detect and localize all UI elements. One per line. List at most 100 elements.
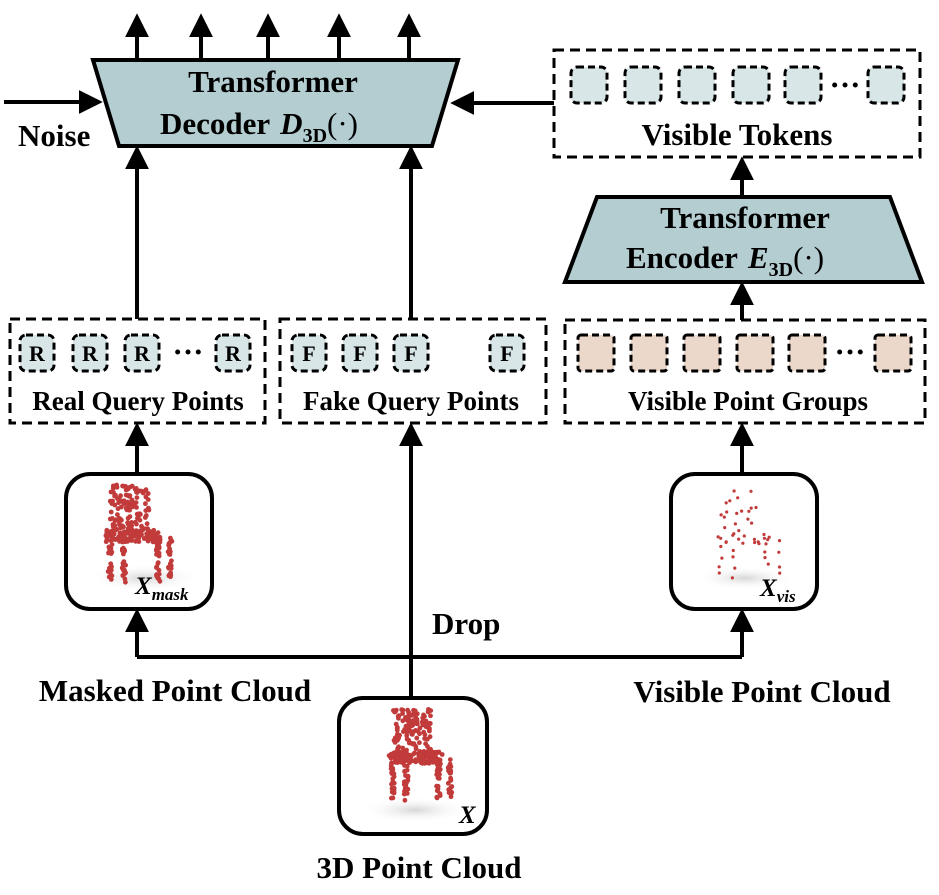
masked-var-symbol: X bbox=[134, 573, 153, 600]
fake-token bbox=[392, 333, 430, 373]
point bbox=[402, 727, 408, 732]
point bbox=[417, 731, 422, 737]
point bbox=[404, 733, 410, 738]
point bbox=[133, 519, 138, 525]
point bbox=[414, 716, 420, 722]
point bbox=[435, 786, 441, 792]
point bbox=[741, 541, 745, 545]
fake-token-row bbox=[290, 333, 526, 373]
point bbox=[103, 539, 109, 545]
point bbox=[409, 740, 414, 746]
real-query-ellipsis: ··· bbox=[172, 334, 203, 369]
drop-routing bbox=[125, 422, 754, 698]
point bbox=[732, 532, 736, 536]
input-cloud-var: X bbox=[458, 802, 477, 829]
point bbox=[115, 512, 120, 517]
point bbox=[115, 506, 121, 512]
point bbox=[143, 487, 149, 493]
point bbox=[114, 482, 119, 488]
point bbox=[399, 707, 405, 712]
point bbox=[764, 542, 768, 546]
point bbox=[733, 522, 738, 526]
point bbox=[436, 750, 441, 755]
masked-cloud-shadow bbox=[90, 564, 200, 592]
point bbox=[402, 763, 407, 768]
point bbox=[406, 709, 411, 715]
point bbox=[719, 536, 723, 540]
point bbox=[122, 535, 128, 540]
visible-token bbox=[677, 65, 717, 105]
point bbox=[107, 549, 113, 555]
point bbox=[762, 532, 766, 537]
point bbox=[732, 489, 736, 493]
point bbox=[719, 544, 723, 549]
encoder-math-symbol: E bbox=[747, 240, 769, 275]
input-cloud-shadow bbox=[360, 797, 470, 823]
point bbox=[427, 734, 433, 740]
point bbox=[123, 570, 128, 576]
point bbox=[143, 508, 149, 513]
visible-var-subscript: vis bbox=[777, 587, 796, 606]
point bbox=[728, 499, 732, 503]
fake-token bbox=[290, 333, 328, 373]
point bbox=[777, 539, 782, 543]
point bbox=[427, 720, 433, 726]
point bbox=[144, 521, 150, 527]
point bbox=[434, 772, 440, 777]
point bbox=[720, 556, 724, 560]
point bbox=[417, 740, 422, 746]
point bbox=[437, 757, 443, 763]
point bbox=[405, 715, 411, 720]
point-group bbox=[735, 333, 775, 373]
point bbox=[731, 555, 735, 559]
point bbox=[119, 546, 125, 552]
point bbox=[140, 490, 146, 496]
point bbox=[131, 500, 137, 506]
visible-groups-label: Visible Point Groups bbox=[628, 386, 868, 416]
transformer-decoder-block bbox=[90, 58, 461, 148]
point bbox=[423, 724, 429, 730]
fake-token bbox=[341, 333, 379, 373]
decoder-output-arrows bbox=[125, 13, 421, 60]
visible-token bbox=[623, 65, 663, 105]
point-group bbox=[873, 333, 913, 373]
visible-token bbox=[866, 65, 906, 105]
point bbox=[767, 535, 771, 539]
point bbox=[766, 562, 770, 566]
point bbox=[428, 713, 433, 719]
point bbox=[145, 491, 151, 496]
point bbox=[717, 565, 721, 569]
point bbox=[733, 566, 737, 570]
real-token bbox=[214, 333, 252, 373]
point bbox=[414, 711, 420, 717]
real-token-letter: R bbox=[225, 341, 242, 366]
point bbox=[122, 576, 128, 582]
point bbox=[109, 537, 115, 543]
point bbox=[155, 560, 161, 565]
point bbox=[389, 781, 394, 787]
point bbox=[109, 500, 114, 505]
point bbox=[731, 548, 735, 553]
visible-group-row bbox=[576, 333, 913, 373]
point bbox=[129, 520, 134, 525]
point bbox=[754, 505, 758, 510]
point bbox=[137, 529, 143, 534]
point bbox=[388, 751, 394, 757]
point bbox=[168, 572, 174, 578]
visible-cloud-label: Visible Point Cloud bbox=[633, 674, 890, 709]
point bbox=[752, 537, 757, 542]
point bbox=[425, 754, 430, 760]
point bbox=[112, 523, 118, 528]
point bbox=[116, 520, 122, 525]
point bbox=[409, 713, 414, 718]
point bbox=[108, 561, 114, 567]
point-group bbox=[629, 333, 669, 373]
visible-token bbox=[783, 65, 823, 105]
masked-cloud-var: Xmask bbox=[134, 573, 189, 604]
point bbox=[747, 509, 751, 513]
point bbox=[155, 530, 161, 536]
point bbox=[154, 564, 160, 570]
point bbox=[448, 778, 454, 783]
point bbox=[421, 729, 427, 735]
point bbox=[155, 575, 161, 581]
